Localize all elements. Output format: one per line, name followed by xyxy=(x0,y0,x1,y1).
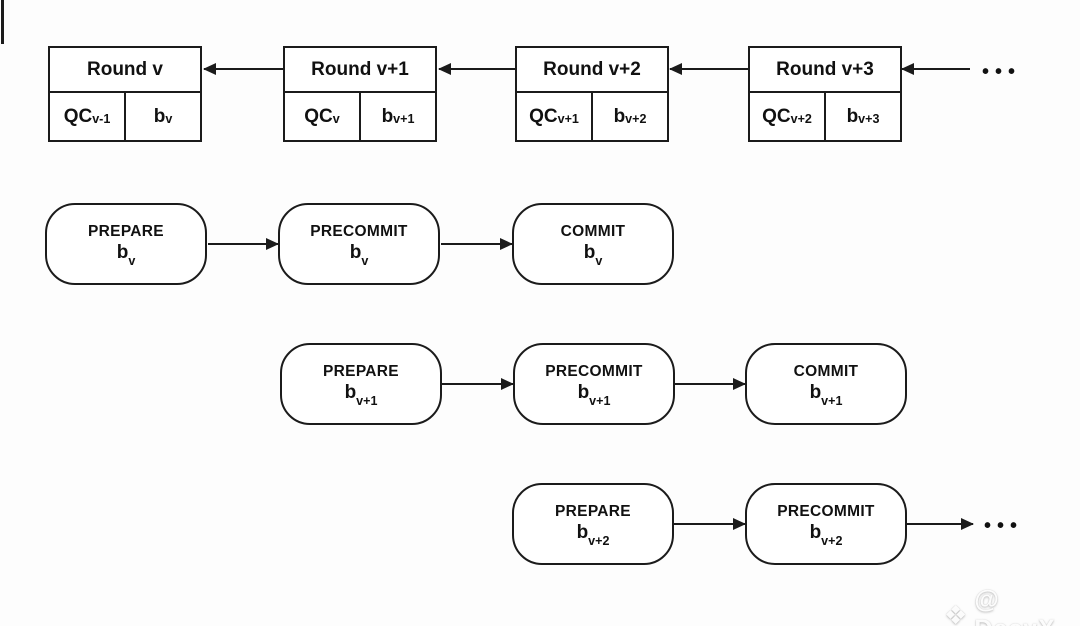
chain-arrow xyxy=(203,63,283,75)
phase-block: bv+2 xyxy=(809,521,843,549)
chain-ellipsis: ••• xyxy=(982,61,1022,83)
chain-arrow xyxy=(669,63,748,75)
phase-label: PRECOMMIT xyxy=(777,502,875,520)
phase-label: PREPARE xyxy=(555,502,631,520)
phase-pill-commit-v: COMMIT bv xyxy=(512,203,674,285)
phase-block: bv xyxy=(583,241,603,269)
phase-label: PREPARE xyxy=(88,222,164,240)
phase-pill-prepare-v1: PREPARE bv+1 xyxy=(280,343,442,425)
phase-arrow xyxy=(675,378,746,390)
round-title: Round v+3 xyxy=(750,48,900,93)
watermark: ❖ @ DecyX xyxy=(944,586,1080,626)
phase-arrow xyxy=(674,518,746,530)
phase-block: bv+1 xyxy=(809,381,843,409)
phase-arrow xyxy=(907,518,974,530)
watermark-text: @ DecyX xyxy=(974,586,1054,626)
round-title: Round v+2 xyxy=(517,48,667,93)
phase-label: PRECOMMIT xyxy=(545,362,643,380)
phase-label: PRECOMMIT xyxy=(310,222,408,240)
phase-arrow xyxy=(442,378,514,390)
phase-label: COMMIT xyxy=(793,362,859,380)
phase-block: bv xyxy=(116,241,136,269)
phase-pill-precommit-v: PRECOMMIT bv xyxy=(278,203,440,285)
chain-arrow xyxy=(438,63,515,75)
phase-label: PREPARE xyxy=(323,362,399,380)
phase-label: COMMIT xyxy=(560,222,626,240)
phase-ellipsis: ••• xyxy=(984,515,1024,537)
chain-arrow xyxy=(901,63,970,75)
phase-pill-prepare-v: PREPARE bv xyxy=(45,203,207,285)
corner-artifact-line xyxy=(1,0,4,44)
phase-block: bv xyxy=(349,241,369,269)
phase-block: bv+1 xyxy=(344,381,378,409)
diamond-logo-icon: ❖ xyxy=(944,600,968,626)
phase-block: bv+2 xyxy=(576,521,610,549)
phase-block: bv+1 xyxy=(577,381,611,409)
round-title: Round v xyxy=(50,48,200,93)
round-title: Round v+1 xyxy=(285,48,435,93)
phase-pill-prepare-v2: PREPARE bv+2 xyxy=(512,483,674,565)
phase-pill-precommit-v1: PRECOMMIT bv+1 xyxy=(513,343,675,425)
phase-arrow xyxy=(208,238,279,250)
phase-pill-precommit-v2: PRECOMMIT bv+2 xyxy=(745,483,907,565)
phase-arrow xyxy=(441,238,513,250)
phase-pill-commit-v1: COMMIT bv+1 xyxy=(745,343,907,425)
